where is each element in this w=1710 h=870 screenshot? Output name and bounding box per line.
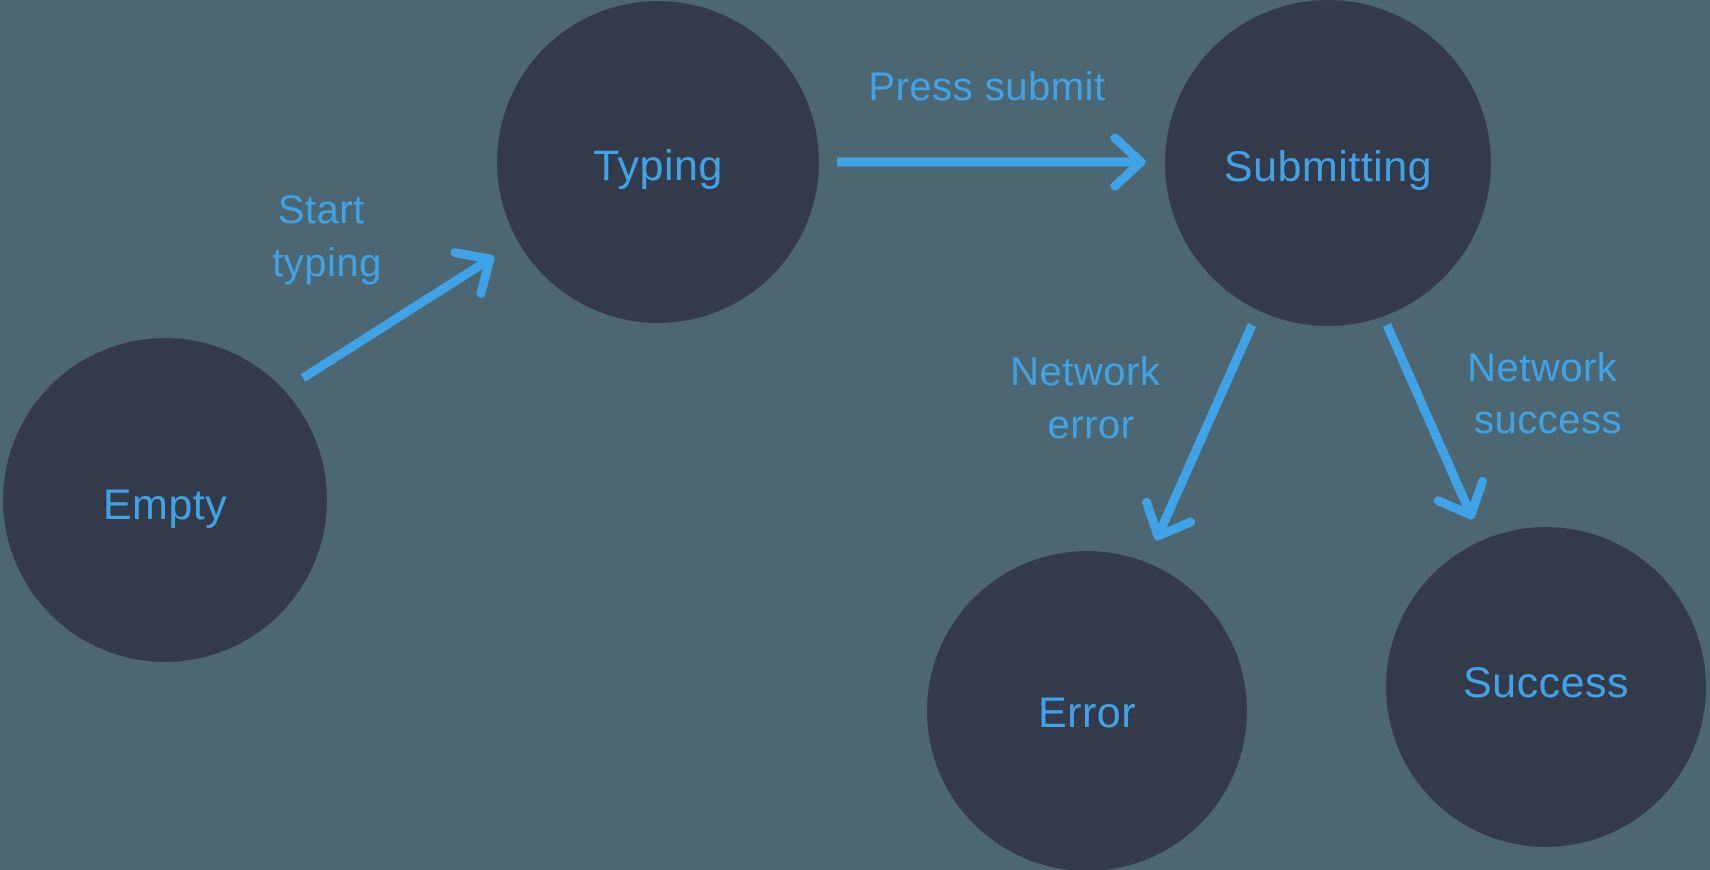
transition-label-network-success: Network success <box>1467 346 1629 442</box>
state-circle-error <box>927 551 1247 870</box>
arrow-submitting-to-error <box>1142 323 1257 541</box>
state-label-typing: Typing <box>593 142 723 190</box>
state-label-success: Success <box>1463 659 1629 707</box>
arrow-empty-to-typing <box>300 248 495 382</box>
state-circle-submitting <box>1165 0 1491 326</box>
transition-typing-submitting: Press submit <box>837 65 1146 191</box>
transition-label-line: Start <box>278 188 365 232</box>
transition-label-line: typing <box>272 241 382 285</box>
state-node-success: Success <box>1386 527 1706 847</box>
transition-label-line: error <box>1048 403 1135 447</box>
state-node-error: Error <box>927 551 1247 870</box>
state-circle-empty <box>3 338 327 662</box>
transition-empty-typing: Start typing <box>272 188 495 382</box>
state-node-typing: Typing <box>497 1 819 323</box>
state-label-submitting: Submitting <box>1224 143 1432 191</box>
transition-label-line: success <box>1474 398 1622 442</box>
state-circle-typing <box>497 1 819 323</box>
transition-label-start-typing: Start typing <box>272 188 382 285</box>
state-label-empty: Empty <box>103 481 227 529</box>
transition-label-press-submit: Press submit <box>868 65 1105 109</box>
transition-label-line: Network <box>1467 346 1618 390</box>
transition-label-line: Network <box>1010 350 1161 394</box>
transition-submitting-success: Network success <box>1382 323 1629 520</box>
state-circle-success <box>1386 527 1706 847</box>
transition-submitting-error: Network error <box>1010 323 1257 541</box>
arrow-submitting-to-success <box>1382 323 1487 520</box>
state-node-submitting: Submitting <box>1165 0 1491 326</box>
state-label-error: Error <box>1038 689 1136 737</box>
transition-label-network-error: Network error <box>1010 350 1172 447</box>
state-node-empty: Empty <box>3 338 327 662</box>
